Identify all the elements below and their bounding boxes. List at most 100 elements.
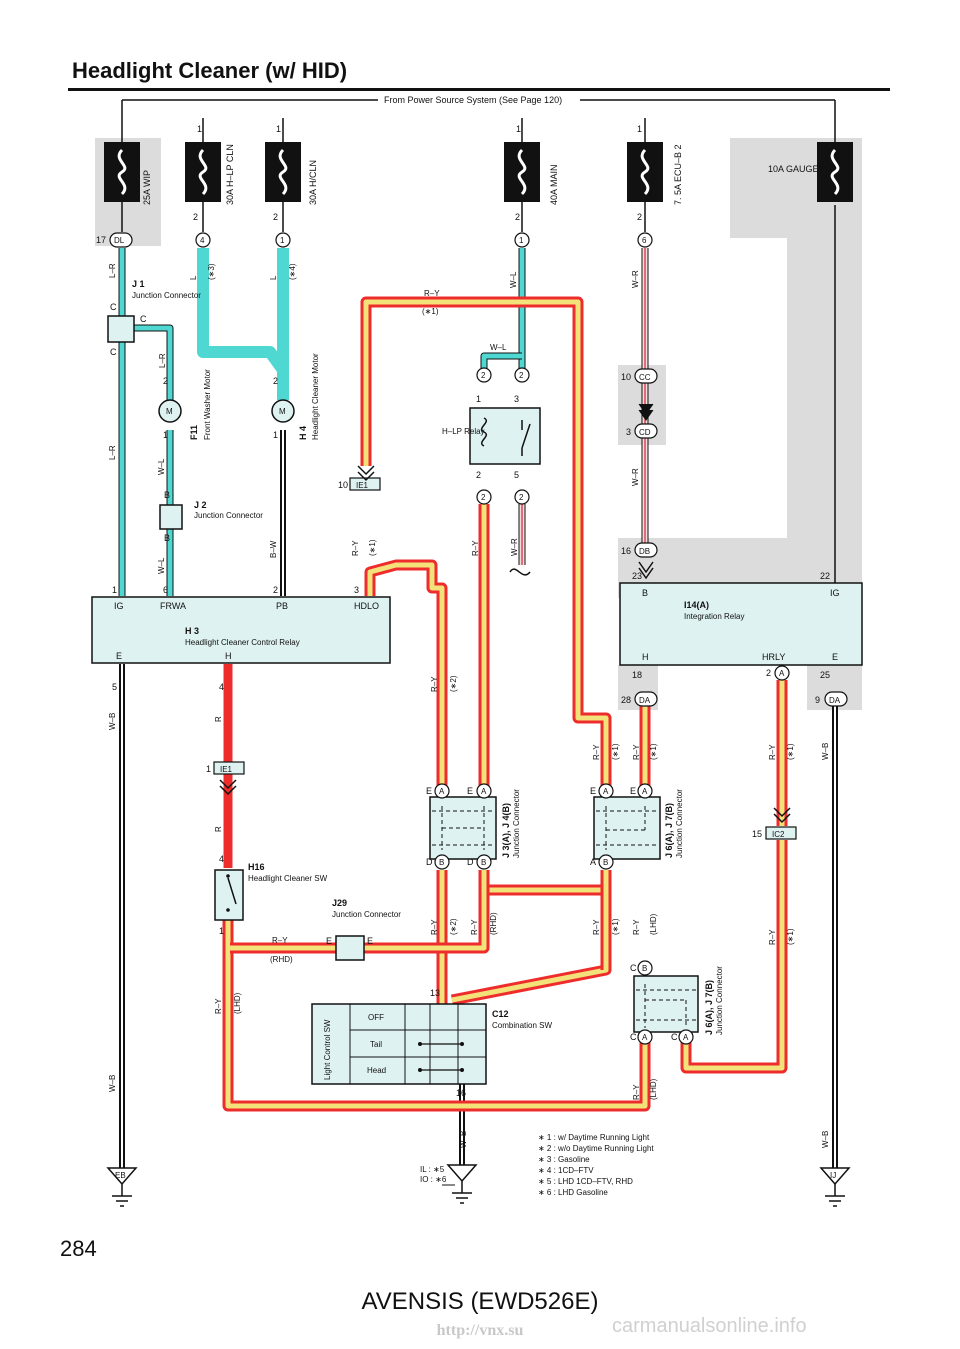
ic2-pin: 15 — [752, 829, 762, 839]
conn-da-1: DA — [639, 696, 651, 705]
tag-lhd-c: (LHD) — [233, 992, 242, 1014]
page-title: Headlight Cleaner (w/ HID) — [72, 58, 348, 83]
wire-label-wb-1: W–B — [108, 713, 117, 730]
i14-pin-e: E — [832, 652, 838, 662]
fuse-30a-hlp-cln — [183, 140, 223, 204]
j6-upper-id: J 6(A), J 7(B) — [664, 803, 674, 858]
wire-label-lr-3: L–R — [108, 445, 117, 460]
h3-pin-3: 3 — [354, 585, 359, 595]
ie1-top-pin: 10 — [338, 480, 348, 490]
fuse2-pin-bottom: 2 — [193, 212, 198, 222]
j6-lower-box — [633, 975, 699, 1033]
c12-id: C12 — [492, 1009, 509, 1019]
fuse2-label: 30A H–LP CLN — [225, 144, 235, 205]
conn-fuse3: 1 — [280, 236, 285, 245]
j1-pin-c-top: C — [110, 302, 117, 312]
i14-relay-box — [619, 582, 863, 666]
i14-name: Integration Relay — [684, 612, 744, 621]
wire-label-ry-h: R–Y — [470, 919, 479, 935]
wire-label-ry-k: R–Y — [768, 929, 777, 945]
h3-pin-2: 2 — [273, 585, 278, 595]
j2-pin-b-top: B — [164, 490, 170, 500]
i14-pin-b: B — [642, 588, 648, 598]
fuse-40a-main — [502, 140, 542, 204]
wire-label-r-2: R — [214, 826, 223, 832]
model-footer: AVENSIS (EWD526E) — [361, 1288, 599, 1315]
tag-n3: (∗3) — [207, 263, 216, 280]
da2-pin: 9 — [815, 695, 820, 705]
conn-da-2: DA — [829, 696, 841, 705]
fuse5-pin-bottom: 2 — [637, 212, 642, 222]
h3-pin-4: 4 — [219, 682, 224, 692]
fuse-30a-hcln — [263, 140, 303, 204]
conn-fuse2: 4 — [200, 236, 205, 245]
wire-label-ry-m: R–Y — [214, 998, 223, 1014]
fuse3-pin-top: 1 — [276, 124, 281, 134]
hlp-conn-tl: 2 — [481, 371, 486, 380]
j6l-pin-c2: C — [630, 1032, 637, 1042]
f11-pin2: 2 — [163, 376, 168, 386]
h4-name: Headlight Cleaner Motor — [311, 353, 320, 440]
fuse4-pin-bottom: 2 — [515, 212, 520, 222]
j3-pin-e2: E — [467, 786, 473, 796]
wire-label-ry-a: R–Y — [351, 540, 360, 556]
h4-id: H 4 — [298, 426, 308, 440]
title-rule — [68, 88, 890, 91]
h3-pin-5: 5 — [112, 682, 117, 692]
power-source-label: From Power Source System (See Page 120) — [384, 95, 562, 105]
j29-name: Junction Connector — [332, 910, 401, 919]
wire-label-wr-1: W–R — [510, 538, 519, 556]
ic2-connector — [765, 826, 797, 840]
hlp-pin2: 2 — [476, 470, 481, 480]
wire-label-ry-d: R–Y — [592, 744, 601, 760]
h3-pin-e: E — [116, 651, 122, 661]
j3-conn-b2: B — [481, 858, 486, 867]
fuse3-label: 30A H/CLN — [308, 160, 318, 205]
fuse4-label: 40A MAIN — [549, 164, 559, 205]
cc-pin: 10 — [621, 372, 631, 382]
page-number: 284 — [60, 1236, 97, 1261]
shade-gauge-lower — [787, 238, 862, 598]
tag-rhd-a: (RHD) — [489, 912, 498, 935]
ie1-lower-pin: 1 — [206, 764, 211, 774]
j6l-conn-a1: A — [642, 1033, 648, 1042]
front-washer-motor — [158, 399, 182, 423]
ground-il-io — [447, 1164, 477, 1204]
h16-pin4: 4 — [219, 854, 224, 864]
c12-pin13: 13 — [430, 988, 440, 998]
i14-pin-2: 2 — [766, 668, 771, 678]
note-1: ∗ 1 : w/ Daytime Running Light — [538, 1133, 650, 1142]
tag-n2-a: (∗2) — [449, 675, 458, 692]
j6-lower-id: J 6(A), J 7(B) — [704, 980, 714, 1035]
h16-id: H16 — [248, 862, 265, 872]
j6-lower-name: Junction Connector — [715, 966, 724, 1035]
j6-upper-name: Junction Connector — [675, 789, 684, 858]
j2-box — [159, 504, 183, 530]
j6u-pin-a: A — [590, 857, 596, 867]
j6l-conn-a2: A — [683, 1033, 689, 1042]
h3-pin-h: H — [225, 651, 232, 661]
motor-m-f11: M — [166, 407, 173, 416]
fuse6-label: 10A GAUGE1 — [768, 164, 824, 174]
conn-cd: CD — [639, 428, 651, 437]
tag-lhd-a: (LHD) — [649, 913, 658, 935]
ie1-lower-label: IE1 — [220, 765, 233, 774]
da1-pin: 28 — [621, 695, 631, 705]
note-4: ∗ 4 : 1CD–FTV — [538, 1166, 594, 1175]
i14-pin-ig: IG — [830, 588, 840, 598]
tag-n1-f: (∗1) — [786, 928, 795, 945]
wire-label-wb-2: W–B — [108, 1075, 117, 1092]
wire-label-wl-relay: W–L — [490, 343, 507, 352]
wire-label-ry-b: R–Y — [471, 540, 480, 556]
ground-ij-label: IJ — [830, 1171, 836, 1180]
j1-id: J 1 — [132, 279, 145, 289]
hlp-conn-tr: 2 — [519, 371, 524, 380]
h3-name: Headlight Cleaner Control Relay — [185, 638, 300, 647]
conn-dl-top: DL — [114, 236, 125, 245]
wire-label-l-2: L — [269, 275, 278, 280]
conn-db: DB — [639, 547, 650, 556]
db-pin: 16 — [621, 546, 631, 556]
j6l-pin-c1: C — [630, 963, 637, 973]
j3-conn-a2: A — [481, 787, 487, 796]
